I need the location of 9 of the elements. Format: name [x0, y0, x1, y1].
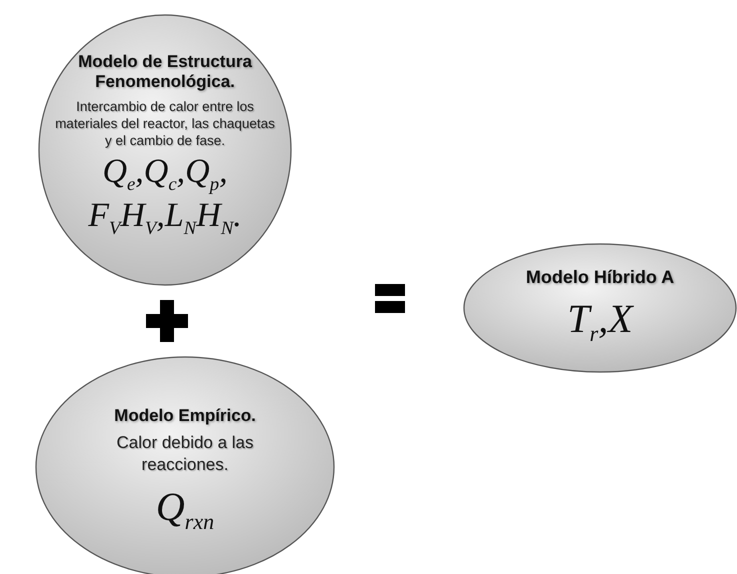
formula: F$_{V}$H$_{V}$,L$_{N}$H$_{N}$.	[88, 196, 242, 240]
formula: T$_{r}$,X	[567, 294, 633, 347]
model-title: Modelo Híbrido A	[526, 267, 674, 289]
model-title: Modelo Empírico.	[114, 406, 256, 426]
formula: Q$_{e}$,Q$_{c}$,Q$_{p}$,	[102, 155, 228, 195]
formula: Q$_{rxn}$	[156, 482, 214, 536]
model-title: Modelo de Estructura Fenomenológica.	[77, 52, 253, 93]
description: Intercambio de calor entre los materiales del reactor, las chaquetas y el cambio de fase.	[55, 98, 275, 150]
description: Calor debido a las reacciones.	[115, 432, 255, 475]
